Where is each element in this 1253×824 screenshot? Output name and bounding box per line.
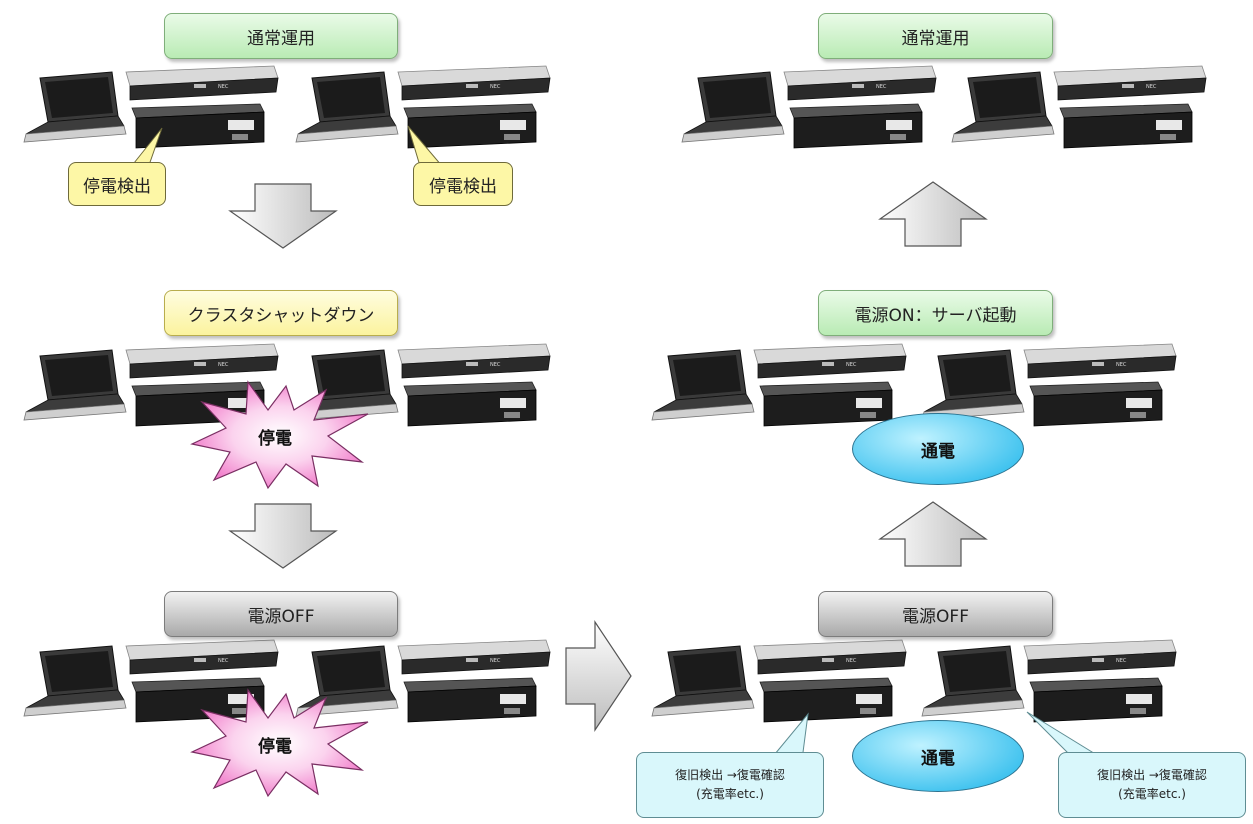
up-arrow-icon [878,501,988,567]
outage-burst-icon [190,688,369,798]
rack-server-icon: NEC [753,343,907,379]
console-laptop-icon [23,71,127,143]
ups-icon [1029,381,1163,427]
stage-label-power-on: 電源ON：サーバ起動 [818,290,1053,336]
energized-ellipse: 通電 [852,720,1024,792]
stage-label-normal-right: 通常運用 [818,13,1053,59]
ups-icon [403,381,537,427]
console-laptop-icon [921,349,1025,421]
server-equipment-group: NEC [651,639,907,723]
ups-icon [789,103,923,149]
ups-icon [403,677,537,723]
ups-icon [1029,677,1163,723]
callout-outage-detect-left: 停電検出 [68,162,166,206]
console-laptop-icon [295,349,399,421]
stage-label-normal-left: 通常運用 [164,13,398,59]
rack-server-icon: NEC [783,65,937,101]
down-arrow-icon [228,503,338,569]
outage-burst-icon [190,380,369,490]
energized-label: 通電 [921,748,955,769]
ups-icon [1059,103,1193,149]
callout-recovery-left-line1: 復旧検出 →復電確認 [675,767,785,782]
rack-server-icon: NEC [397,343,551,379]
rack-server-icon: NEC [125,343,279,379]
console-laptop-icon [921,645,1025,717]
server-logo: NEC [490,658,501,664]
console-laptop-icon [295,71,399,143]
server-equipment-group: NEC [23,639,279,723]
server-equipment-group: NEC [23,343,279,427]
stage-label-power-off-right: 電源OFF [818,591,1053,637]
server-logo: NEC [490,362,501,368]
server-logo: NEC [846,658,857,664]
rack-server-icon: NEC [753,639,907,675]
callout-recovery-right: 復旧検出 →復電確認 (充電率etc.) [1058,752,1246,818]
server-logo: NEC [1146,84,1157,90]
server-equipment-group: NEC [951,65,1207,149]
callout-recovery-right-line2: (充電率etc.) [1118,787,1186,801]
stage-label-power-off-left: 電源OFF [164,591,398,637]
ups-icon [759,677,893,723]
server-logo: NEC [218,658,229,664]
callout-recovery-left: 復旧検出 →復電確認 (充電率etc.) [636,752,824,818]
rack-server-icon: NEC [397,65,551,101]
energized-label: 通電 [921,441,955,462]
console-laptop-icon [951,71,1055,143]
rack-server-icon: NEC [397,639,551,675]
callout-recovery-right-line1: 復旧検出 →復電確認 [1097,767,1207,782]
ups-icon [131,103,265,149]
rack-server-icon: NEC [125,65,279,101]
console-laptop-icon [23,645,127,717]
server-logo: NEC [490,84,501,90]
console-laptop-icon [23,349,127,421]
rack-server-icon: NEC [1023,343,1177,379]
console-laptop-icon [681,71,785,143]
server-equipment-group: NEC [23,65,279,149]
console-laptop-icon [651,645,755,717]
console-laptop-icon [651,349,755,421]
ups-icon [759,381,893,427]
server-equipment-group: NEC [681,65,937,149]
outage-label: 停電 [258,737,292,757]
rack-server-icon: NEC [1053,65,1207,101]
server-logo: NEC [218,84,229,90]
server-logo: NEC [218,362,229,368]
stage-label-cluster-shutdown: クラスタシャットダウン [164,290,398,336]
up-arrow-icon [878,181,988,247]
server-equipment-group: NEC [921,639,1177,723]
server-equipment-group: NEC [295,343,551,427]
callout-recovery-left-line2: (充電率etc.) [696,787,764,801]
rack-server-icon: NEC [125,639,279,675]
server-equipment-group: NEC [651,343,907,427]
server-logo: NEC [846,362,857,368]
ups-icon [403,103,537,149]
server-logo: NEC [876,84,887,90]
server-logo: NEC [1116,362,1127,368]
outage-label: 停電 [258,429,292,449]
server-equipment-group: NEC [295,65,551,149]
down-arrow-icon [228,183,338,249]
right-arrow-icon [565,620,632,732]
rack-server-icon: NEC [1023,639,1177,675]
energized-ellipse: 通電 [852,413,1024,485]
server-logo: NEC [1116,658,1127,664]
callout-outage-detect-right: 停電検出 [413,162,513,206]
